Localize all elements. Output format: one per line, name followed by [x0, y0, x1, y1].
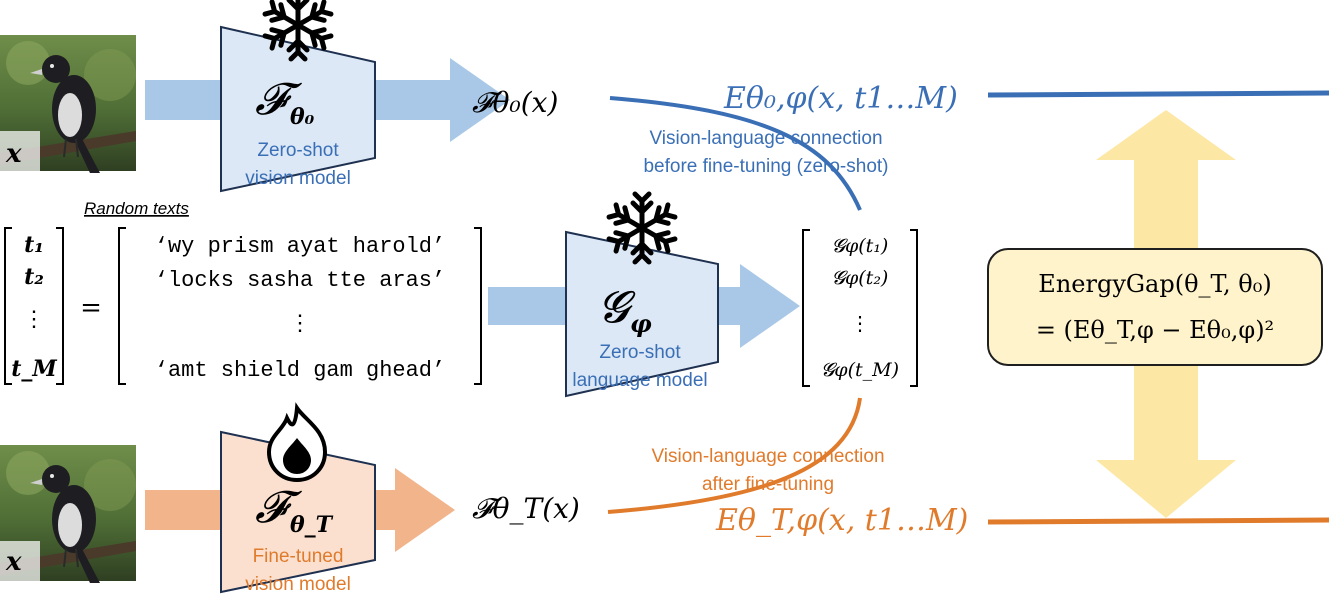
embedding-entry: ⋮ — [850, 311, 870, 335]
bottom-connection-curve — [607, 397, 862, 514]
bottom-model-subscript: θ_T — [290, 512, 334, 538]
bottom-model-caption-line1: Fine-tuned — [253, 546, 344, 567]
random-texts-matrix: ‘wy prism ayat harold’ ‘locks sasha tte … — [118, 227, 482, 385]
random-text-row: ‘locks sasha tte aras’ — [155, 268, 445, 293]
top-energy-level — [987, 90, 1329, 98]
t-vector: t₁ t₂ ⋮ t_M — [4, 227, 64, 385]
snowflake-icon — [608, 194, 676, 262]
random-text-row: ‘wy prism ayat harold’ — [155, 234, 445, 259]
embedding-vector: 𝓖φ(t₁) 𝓖φ(t₂) ⋮ 𝓖φ(t_M) — [802, 229, 918, 387]
top-connection-line1: Vision-language connection — [649, 128, 882, 149]
bottom-image-label: x — [5, 547, 22, 577]
zero-shot-language-model: 𝓖 φ Zero-shot language model — [565, 230, 719, 398]
energy-gap-box: EnergyGap(θ_T, θ₀) = (Eθ_T,φ − Eθ₀,φ)² — [987, 248, 1323, 366]
embedding-entry: 𝓖φ(t₁) — [832, 235, 889, 257]
top-model-caption-line1: Zero-shot — [257, 140, 339, 161]
top-model-caption-line2: vision model — [245, 168, 351, 189]
energy-gap-line1: EnergyGap(θ_T, θ₀) — [1038, 270, 1271, 298]
language-model-caption-line1: Zero-shot — [599, 342, 681, 363]
top-model-subscript: θ₀ — [290, 104, 315, 130]
language-model-caption-line2: language model — [572, 370, 707, 391]
language-model-subscript: φ — [630, 309, 652, 338]
energy-gap-line2: = (Eθ_T,φ − Eθ₀,φ)² — [1036, 316, 1274, 344]
bottom-output: 𝓕θ_T(x) — [472, 492, 580, 525]
bottom-connection-line1: Vision-language connection — [651, 446, 884, 467]
top-image-label: x — [5, 139, 22, 169]
random-text-row: ‘amt shield gam ghead’ — [155, 358, 445, 383]
equals-sign: = — [80, 293, 102, 323]
t-vector-entry: t₂ — [24, 264, 44, 290]
t-vector-entry: ⋮ — [23, 307, 45, 332]
top-connection-curve — [609, 96, 862, 211]
embedding-entry: 𝓖φ(t₂) — [832, 267, 889, 289]
top-input-image: x — [0, 34, 137, 174]
random-text-row: ⋮ — [289, 311, 311, 336]
top-output: 𝓕θ₀(x) — [472, 86, 558, 119]
zero-shot-vision-model: 𝓕 θ₀ Zero-shot vision model — [220, 25, 376, 193]
bottom-energy: Eθ_T,φ(x, t1…M) — [715, 503, 968, 538]
fine-tuned-vision-model: 𝓕 θ_T Fine-tuned vision model — [220, 430, 376, 595]
bottom-connection-line2: after fine-tuning — [702, 474, 834, 495]
embedding-entry: 𝓖φ(t_M) — [821, 359, 899, 381]
random-texts-label: Random texts — [84, 199, 189, 218]
top-connection-line2: before fine-tuning (zero-shot) — [643, 156, 888, 177]
bottom-energy-level — [987, 517, 1329, 525]
t-vector-entry: t_M — [11, 356, 57, 382]
top-energy: Eθ₀,φ(x, t1…M) — [723, 81, 958, 116]
bottom-input-image: x — [0, 444, 137, 584]
flame-icon — [266, 402, 328, 483]
bottom-model-caption-line2: vision model — [245, 574, 351, 595]
t-vector-entry: t₁ — [24, 232, 44, 258]
